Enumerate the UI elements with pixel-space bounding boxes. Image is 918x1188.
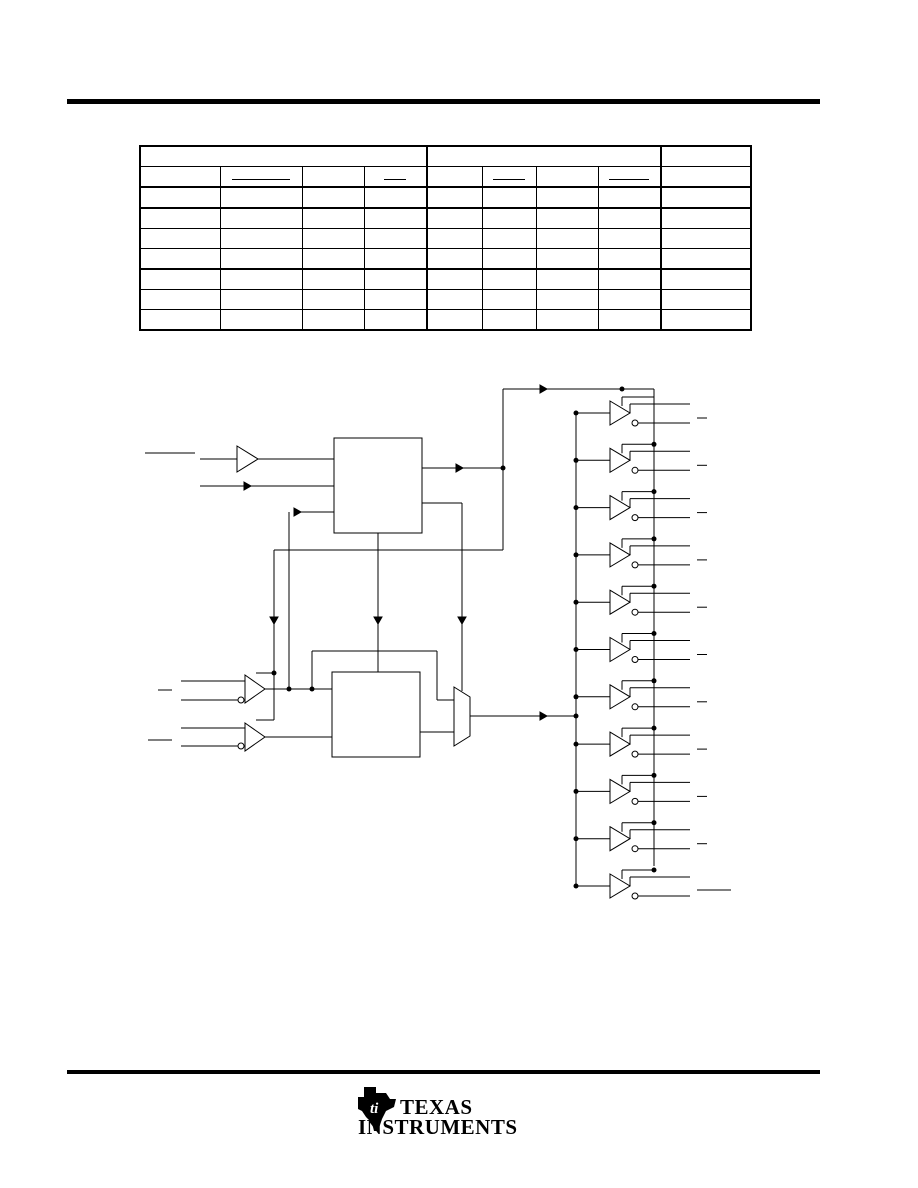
junction-dot: [573, 505, 579, 511]
svg-text:ti: ti: [370, 1101, 379, 1117]
output-buffer-gate: [609, 778, 631, 805]
column-header-overbar: [597, 166, 662, 188]
junction-dot: [286, 686, 292, 692]
output-buffer-gate: [609, 636, 631, 663]
arrow-icon: [243, 481, 253, 491]
control-block: [333, 437, 423, 534]
table-row: [139, 289, 752, 310]
junction-dot: [309, 686, 315, 692]
output-buffer-gate: [609, 589, 631, 616]
column-header-overbar: [363, 166, 428, 188]
junction-dot: [651, 536, 657, 542]
output-buffer-gate: [609, 683, 631, 710]
table-row: [139, 228, 752, 249]
junction-dot: [651, 867, 657, 873]
table-cell: [363, 289, 428, 310]
junction-dot: [651, 725, 657, 731]
output-buffer-gate: [609, 873, 631, 899]
buffer-gate: [236, 445, 259, 473]
footer-rule: [67, 1070, 820, 1074]
table-cell: [660, 289, 752, 310]
table-row: [139, 309, 752, 331]
junction-dot: [651, 631, 657, 636]
junction-dot: [573, 694, 579, 700]
table-cell: [597, 289, 662, 310]
table-row: [139, 207, 752, 229]
junction-dot: [651, 678, 657, 684]
arrow-icon: [293, 507, 303, 517]
header-rule: [67, 99, 820, 104]
inversion-bubble: [631, 703, 639, 711]
junction-dot: [573, 713, 579, 719]
output-buffer-gate: [609, 542, 631, 568]
table-row: [139, 248, 752, 270]
junction-dot: [573, 647, 579, 652]
junction-dot: [573, 741, 579, 747]
table-cell: [597, 309, 662, 331]
arrow-icon: [455, 463, 465, 473]
junction-dot: [573, 457, 579, 463]
inversion-bubble: [631, 892, 639, 900]
table-cell: [660, 228, 752, 249]
junction-dot: [651, 772, 657, 778]
function-table: [139, 145, 752, 331]
inversion-bubble: [631, 561, 639, 569]
inversion-bubble: [631, 419, 639, 427]
multiplexer: [453, 686, 471, 747]
inversion-bubble: [631, 656, 639, 663]
inversion-bubble: [631, 514, 639, 522]
junction-dot: [651, 441, 657, 447]
output-buffer-gate: [609, 825, 631, 852]
junction-dot: [619, 386, 625, 392]
register-block: [331, 671, 421, 758]
arrow-icon: [539, 711, 549, 721]
table-cell: [363, 309, 428, 331]
inversion-bubble: [237, 696, 245, 704]
and-gate: [244, 674, 266, 704]
junction-dot: [573, 599, 579, 605]
inversion-bubble: [631, 466, 639, 474]
output-buffer-gate: [609, 447, 631, 474]
junction-dot: [573, 552, 579, 558]
column-header-overbar: [219, 166, 303, 188]
junction-dot: [573, 836, 579, 842]
junction-dot: [651, 489, 657, 495]
and-gate: [244, 722, 266, 752]
table-cell: [660, 309, 752, 331]
ti-logo: ti TEXAS INSTRUMENTS: [356, 1085, 518, 1141]
output-buffer-array: [573, 396, 731, 900]
column-header: [660, 166, 752, 188]
junction-dot: [271, 670, 277, 676]
table-cell: [363, 228, 428, 249]
inversion-bubble: [631, 845, 639, 853]
table-row: [139, 186, 752, 209]
junction-dot: [573, 788, 579, 794]
output-buffer-gate: [609, 400, 631, 426]
logo-wordmark-line2: INSTRUMENTS: [358, 1115, 518, 1139]
arrow-icon: [457, 616, 467, 626]
junction-dot: [573, 883, 579, 889]
inversion-bubble: [631, 608, 639, 616]
inversion-bubble: [237, 742, 245, 750]
table-cell: [597, 228, 662, 249]
junction-dot: [500, 465, 506, 471]
arrow-icon: [539, 384, 549, 394]
junction-dot: [573, 410, 579, 416]
output-buffer-gate: [609, 494, 631, 521]
arrow-icon: [269, 616, 279, 626]
inversion-bubble: [631, 750, 639, 758]
ti-state-logo-icon: ti: [358, 1087, 396, 1131]
arrow-icon: [373, 616, 383, 626]
logo-wordmark-line1: TEXAS: [400, 1095, 473, 1119]
junction-dot: [651, 820, 657, 826]
output-buffer-gate: [609, 731, 631, 757]
junction-dot: [651, 583, 657, 589]
inversion-bubble: [631, 797, 639, 805]
table-column-header-row: [139, 166, 752, 188]
